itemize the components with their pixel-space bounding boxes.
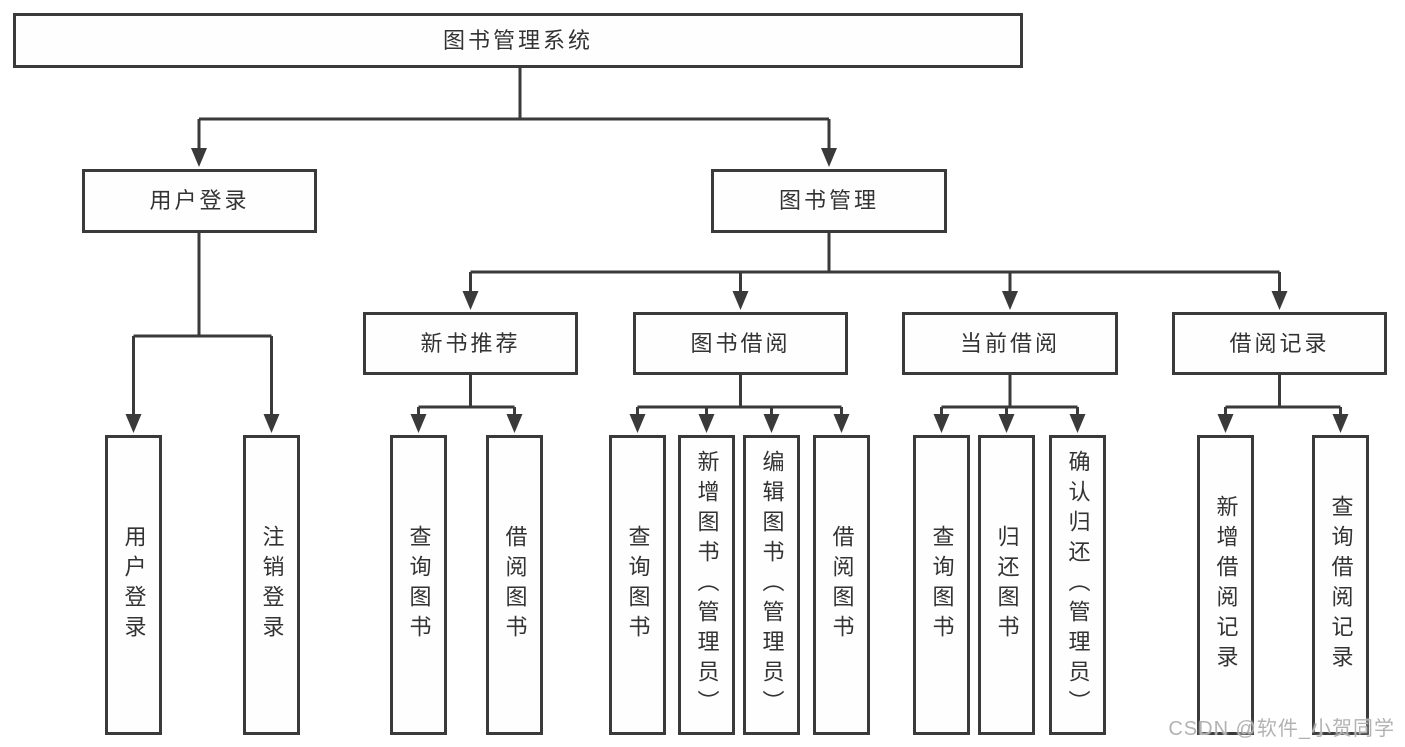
- leaf-borrow-books-newbook: 借阅图书: [486, 435, 543, 735]
- connector-newbook-to-leaves: [417, 375, 516, 418]
- leaf-query-books-borrow: 查询图书: [609, 435, 666, 735]
- connector-bookborrow-to-leaves: [636, 375, 843, 418]
- leaf-query-books-newbook: 查询图书: [390, 435, 447, 735]
- leaf-query-books-current: 查询图书: [913, 435, 970, 735]
- leaf-return-books: 归还图书: [978, 435, 1035, 735]
- node-book-management: 图书管理: [711, 169, 947, 233]
- leaf-add-borrow-record: 新增借阅记录: [1197, 435, 1254, 735]
- node-library-management-system: 图书管理系统: [13, 13, 1023, 68]
- leaf-confirm-return-admin: 确认归还（管理员）: [1049, 435, 1106, 735]
- connector-borrowrecords-to-leaves: [1224, 375, 1342, 418]
- leaf-logout: 注销登录: [243, 435, 300, 735]
- connector-bookmgmt-to-level3: [469, 233, 1281, 295]
- node-current-borrowing: 当前借阅: [902, 312, 1118, 375]
- node-borrow-records: 借阅记录: [1172, 312, 1387, 375]
- arrowheads: [125, 148, 1349, 433]
- leaf-query-borrow-record: 查询借阅记录: [1312, 435, 1369, 735]
- connector-root-to-level2: [197, 68, 831, 152]
- leaf-borrow-books: 借阅图书: [813, 435, 870, 735]
- node-new-book-recommend: 新书推荐: [363, 312, 578, 375]
- leaf-edit-book-admin: 编辑图书（管理员）: [743, 435, 800, 735]
- node-user-login: 用户登录: [82, 169, 317, 233]
- node-book-borrowing: 图书借阅: [633, 312, 848, 375]
- connector-userlogin-to-leaves: [132, 233, 273, 418]
- connector-currentborrow-to-leaves: [940, 375, 1079, 418]
- leaf-user-login: 用户登录: [105, 435, 162, 735]
- leaf-add-book-admin: 新增图书（管理员）: [678, 435, 735, 735]
